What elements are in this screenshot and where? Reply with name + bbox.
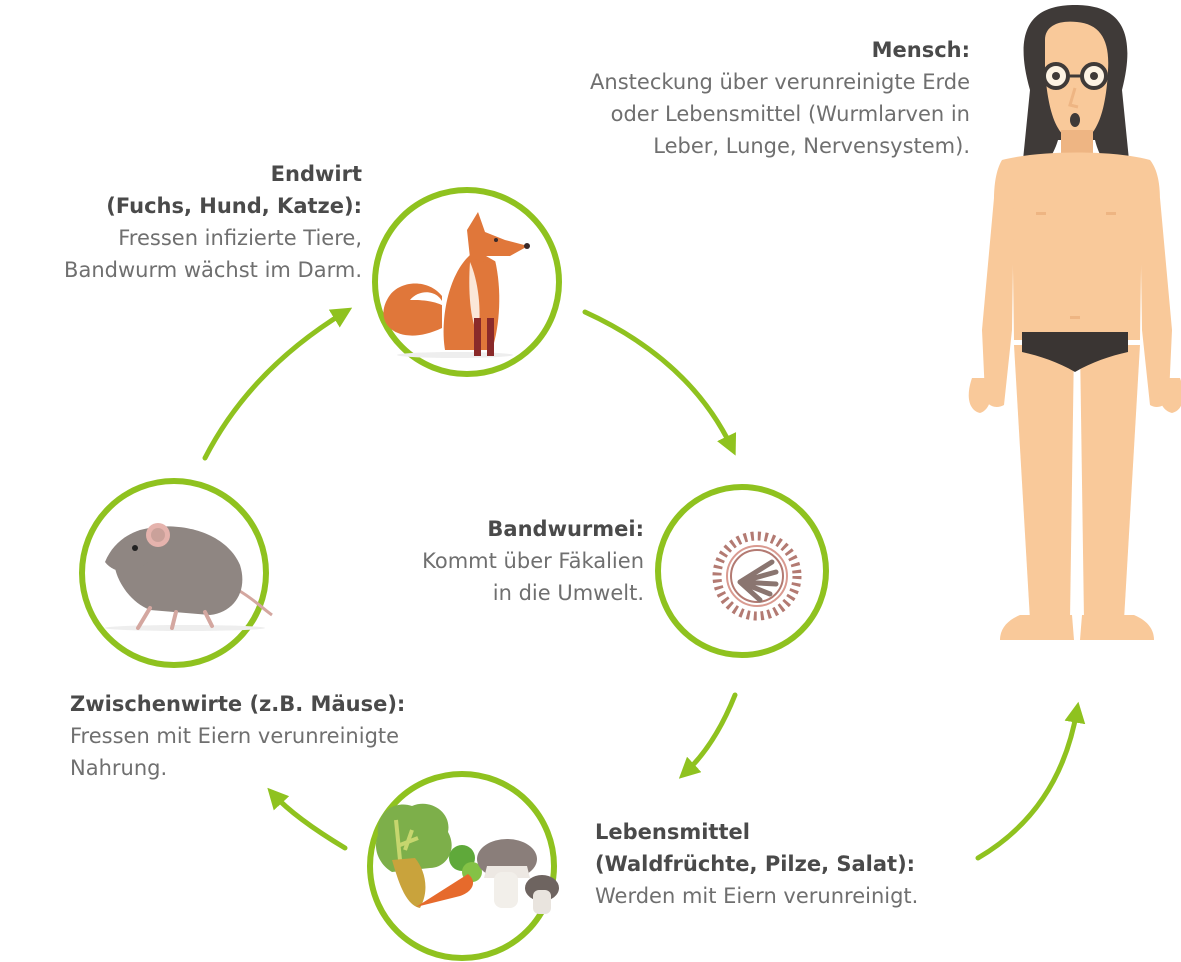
- lebensmittel-description: Lebensmittel (Waldfrüchte, Pilze, Salat)…: [595, 816, 975, 912]
- arrow-mouse-to-fox: [205, 312, 345, 458]
- lebensmittel-heading: Lebensmittel: [595, 816, 975, 848]
- human-figure-icon: [969, 5, 1181, 640]
- bandwurmei-line: Kommt über Fäkalien: [370, 545, 644, 577]
- arrow-food-to-human: [978, 710, 1077, 858]
- zwischenwirte-line: Fressen mit Eiern verunreinigte: [70, 720, 470, 752]
- bandwurmei-heading: Bandwurmei:: [370, 513, 644, 545]
- zwischenwirte-line: Nahrung.: [70, 752, 470, 784]
- arrow-food-to-mouse: [273, 794, 345, 848]
- zwischenwirte-heading: Zwischenwirte (z.B. Mäuse):: [70, 688, 470, 720]
- endwirt-line: Bandwurm wächst im Darm.: [10, 254, 362, 286]
- zwischenwirte-description: Zwischenwirte (z.B. Mäuse): Fressen mit …: [70, 688, 470, 784]
- mensch-line: Ansteckung über verunreinigte Erde: [520, 66, 970, 98]
- lebensmittel-line: Werden mit Eiern verunreinigt.: [595, 880, 975, 912]
- mensch-description: Mensch: Ansteckung über verunreinigte Er…: [520, 34, 970, 162]
- mensch-line: Leber, Lunge, Nervensystem).: [520, 130, 970, 162]
- endwirt-heading: Endwirt: [10, 158, 362, 190]
- bandwurmei-description: Bandwurmei: Kommt über Fäkalien in die U…: [370, 513, 644, 609]
- lebensmittel-heading: (Waldfrüchte, Pilze, Salat):: [595, 848, 975, 880]
- mensch-line: oder Lebensmittel (Wurmlarven in: [520, 98, 970, 130]
- endwirt-line: Fressen infizierte Tiere,: [10, 222, 362, 254]
- mensch-heading: Mensch:: [520, 34, 970, 66]
- endwirt-heading: (Fuchs, Hund, Katze):: [10, 190, 362, 222]
- arrow-egg-to-food: [685, 695, 735, 773]
- arrow-fox-to-egg: [585, 312, 732, 448]
- bandwurmei-line: in die Umwelt.: [370, 577, 644, 609]
- endwirt-description: Endwirt (Fuchs, Hund, Katze): Fressen in…: [10, 158, 362, 286]
- tapeworm-egg-icon: [717, 536, 797, 616]
